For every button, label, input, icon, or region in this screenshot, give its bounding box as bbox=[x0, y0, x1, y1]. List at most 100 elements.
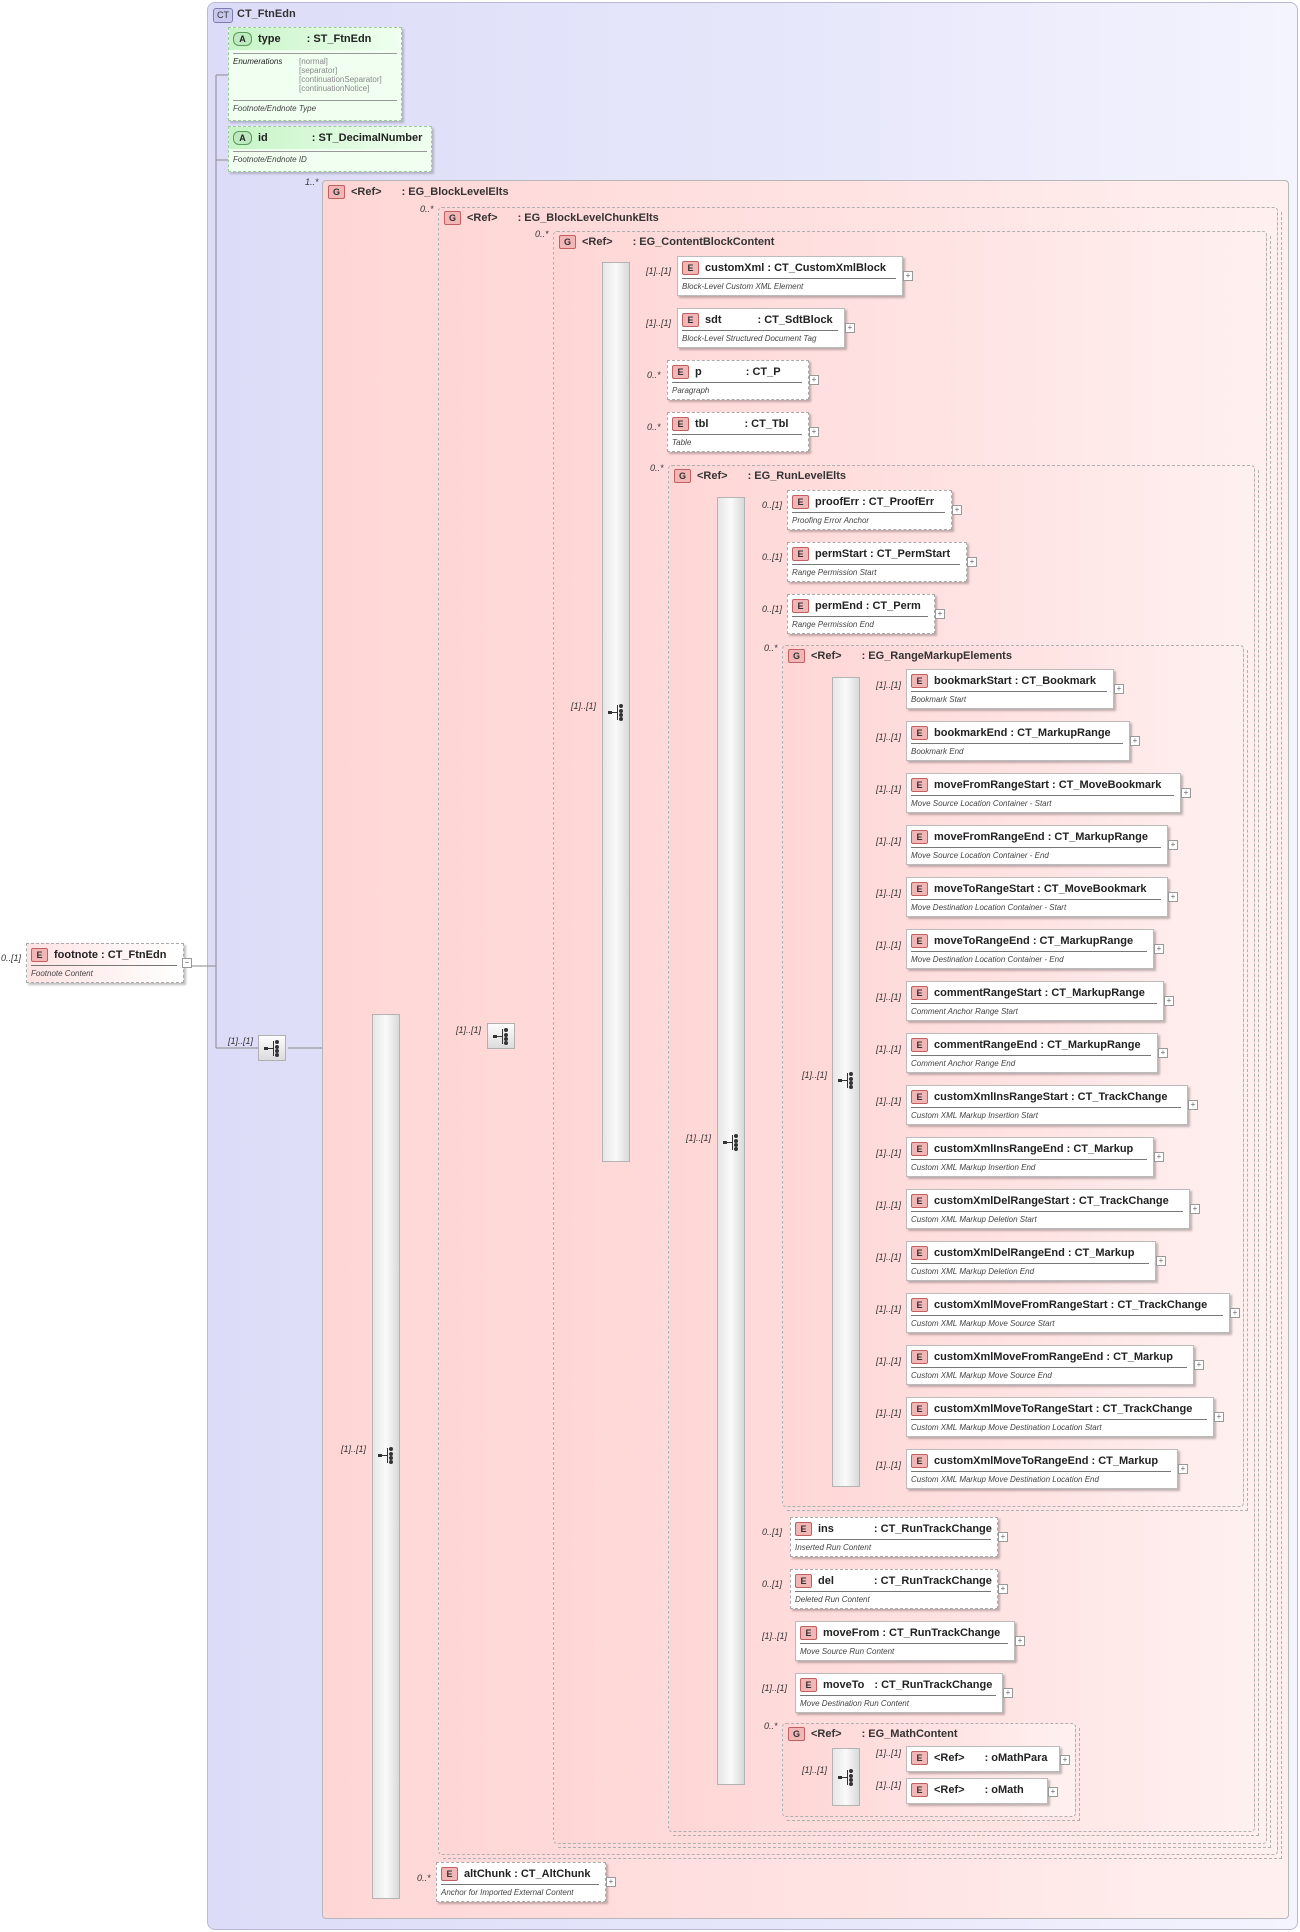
expand-icon[interactable]: + bbox=[998, 1584, 1008, 1594]
sequence-mult: [1]..[1] bbox=[228, 1036, 254, 1046]
expand-icon[interactable]: + bbox=[1188, 1100, 1198, 1110]
sequence-icon[interactable] bbox=[603, 700, 631, 726]
element-type: : CT_MarkupRange bbox=[1032, 934, 1134, 947]
sequence-bar bbox=[832, 677, 860, 1487]
expand-icon[interactable]: + bbox=[809, 427, 819, 437]
sequence-glyph bbox=[264, 1040, 279, 1057]
expand-icon[interactable]: + bbox=[1114, 684, 1124, 694]
expand-icon[interactable]: + bbox=[1154, 1152, 1164, 1162]
expand-icon[interactable]: + bbox=[1190, 1204, 1200, 1214]
sequence-icon[interactable] bbox=[833, 1765, 861, 1791]
expand-icon[interactable]: + bbox=[809, 375, 819, 385]
element-mult: 0..* bbox=[417, 1873, 431, 1883]
expand-icon[interactable]: + bbox=[952, 505, 962, 515]
group-mult: 0..* bbox=[764, 643, 778, 653]
sequence-mult: [1]..[1] bbox=[456, 1025, 482, 1035]
element-oMathPara[interactable]: E<Ref>: oMathPara + bbox=[906, 1746, 1070, 1772]
sequence-icon[interactable] bbox=[487, 1023, 515, 1049]
expand-icon[interactable]: + bbox=[1181, 788, 1191, 798]
sequence-icon[interactable] bbox=[373, 1443, 401, 1469]
element-name: : oMathPara bbox=[984, 1751, 1048, 1764]
element-badge: E bbox=[911, 1402, 928, 1416]
expand-icon[interactable]: + bbox=[967, 557, 977, 567]
element-doc: Custom XML Markup Deletion End bbox=[911, 1267, 1035, 1276]
element-type: : CT_MarkupRange bbox=[1047, 830, 1148, 843]
element-badge: E bbox=[795, 1522, 812, 1536]
expand-icon[interactable]: + bbox=[1164, 996, 1174, 1006]
element-doc: Move Source Location Container - Start bbox=[911, 799, 1052, 808]
group-badge: G bbox=[674, 469, 691, 483]
expand-icon[interactable]: + bbox=[903, 271, 913, 281]
expand-icon[interactable]: + bbox=[1158, 1048, 1168, 1058]
expand-icon[interactable]: + bbox=[1015, 1636, 1025, 1646]
expand-icon[interactable]: + bbox=[1060, 1755, 1070, 1765]
expand-icon[interactable]: + bbox=[1230, 1308, 1240, 1318]
element-oMath[interactable]: E<Ref>: oMath + bbox=[906, 1778, 1058, 1804]
enumerations-label: Enumerations bbox=[233, 57, 283, 66]
sequence-icon[interactable] bbox=[833, 1068, 861, 1094]
element-type: : CT_Markup bbox=[1091, 1454, 1159, 1467]
expand-icon[interactable]: + bbox=[1154, 944, 1164, 954]
sequence-icon[interactable] bbox=[258, 1035, 286, 1061]
expand-icon[interactable]: + bbox=[1168, 840, 1178, 850]
element-doc: Block-Level Custom XML Element bbox=[682, 282, 804, 291]
expand-icon[interactable]: + bbox=[998, 1532, 1008, 1542]
expand-icon[interactable]: + bbox=[606, 1877, 616, 1887]
element-name: bookmarkStart bbox=[934, 674, 1012, 687]
expand-icon[interactable]: + bbox=[1168, 892, 1178, 902]
element-mult: [1]..[1] bbox=[876, 1304, 902, 1314]
expand-icon[interactable]: + bbox=[1003, 1688, 1013, 1698]
expand-icon[interactable]: + bbox=[935, 609, 945, 619]
expand-icon[interactable]: + bbox=[1130, 736, 1140, 746]
element-type: : CT_MoveBookmark bbox=[1037, 882, 1147, 895]
expand-icon[interactable]: + bbox=[1156, 1256, 1166, 1266]
expand-icon[interactable]: + bbox=[845, 323, 855, 333]
expand-icon[interactable]: + bbox=[1048, 1787, 1058, 1797]
element-name: customXmlMoveToRangeEnd bbox=[934, 1454, 1089, 1467]
expand-icon[interactable]: + bbox=[1178, 1464, 1188, 1474]
element-mult: 0..[1] bbox=[762, 552, 783, 562]
element-type: : CT_FtnEdn bbox=[101, 948, 167, 961]
collapse-toggle-icon[interactable]: − bbox=[182, 958, 192, 968]
expand-icon[interactable]: + bbox=[1214, 1412, 1224, 1422]
element-name: : oMath bbox=[984, 1783, 1024, 1796]
element-badge: E bbox=[682, 261, 699, 275]
element-name: customXmlMoveFromRangeEnd bbox=[934, 1350, 1104, 1363]
element-doc: Custom XML Markup Move Source Start bbox=[911, 1319, 1055, 1328]
expand-icon[interactable]: + bbox=[1194, 1360, 1204, 1370]
sequence-icon[interactable] bbox=[718, 1130, 746, 1156]
group-name: : EG_RunLevelElts bbox=[747, 469, 846, 482]
element-name: proofErr bbox=[815, 495, 859, 508]
